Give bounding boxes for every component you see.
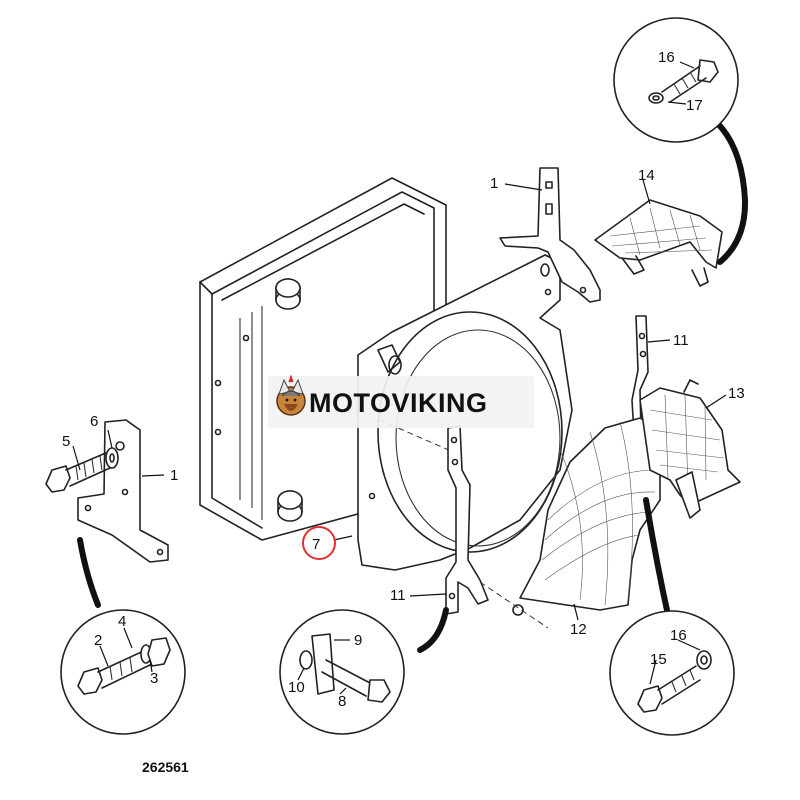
viking-logo-icon (276, 374, 306, 416)
callout-2: 2 (94, 632, 102, 649)
upper-bracket (499, 167, 601, 303)
brand-name: MOTOVIKING (309, 388, 488, 418)
callout-11-top: 11 (673, 332, 689, 349)
bottom-hose-stub (277, 490, 303, 522)
detail-circle-left (60, 609, 186, 735)
callout-12: 12 (570, 621, 587, 638)
callout-1-left: 1 (170, 467, 178, 484)
top-hose-stub (275, 278, 301, 310)
callout-10: 10 (288, 679, 305, 696)
callout-11-bottom: 11 (390, 587, 406, 604)
detail-circle-right (609, 610, 735, 736)
callout-4: 4 (118, 613, 126, 630)
callout-1-top: 1 (490, 175, 498, 192)
callout-7: 7 (312, 536, 320, 553)
lower-stay-bracket (445, 425, 489, 615)
callout-16-bottom: 16 (670, 627, 687, 644)
guard-13 (639, 379, 741, 519)
callout-labels: 1 14 11 13 1 6 5 11 12 16 17 4 2 3 9 10 … (62, 49, 745, 710)
detail-circle-top (613, 17, 739, 143)
drawing-number: 262561 (142, 759, 189, 775)
guard-14 (594, 199, 723, 287)
callout-16-top: 16 (658, 49, 675, 66)
callout-7-highlight: 7 (302, 526, 336, 560)
fan-guard (479, 417, 661, 629)
callout-9: 9 (354, 632, 362, 649)
callout-6: 6 (90, 413, 98, 430)
callout-15: 15 (650, 651, 667, 668)
detail-connectors (77, 117, 749, 653)
callout-13: 13 (728, 385, 745, 402)
callout-8: 8 (338, 693, 346, 710)
callout-3: 3 (150, 670, 158, 687)
brand-watermark: MOTOVIKING (268, 374, 534, 428)
detail-circle-middle (279, 609, 405, 735)
callout-5: 5 (62, 433, 70, 450)
callout-17: 17 (686, 97, 703, 114)
left-bracket (77, 419, 169, 563)
leader-lines (72, 61, 727, 695)
bolt-5-washer-6 (45, 447, 119, 493)
callout-14: 14 (638, 167, 655, 184)
